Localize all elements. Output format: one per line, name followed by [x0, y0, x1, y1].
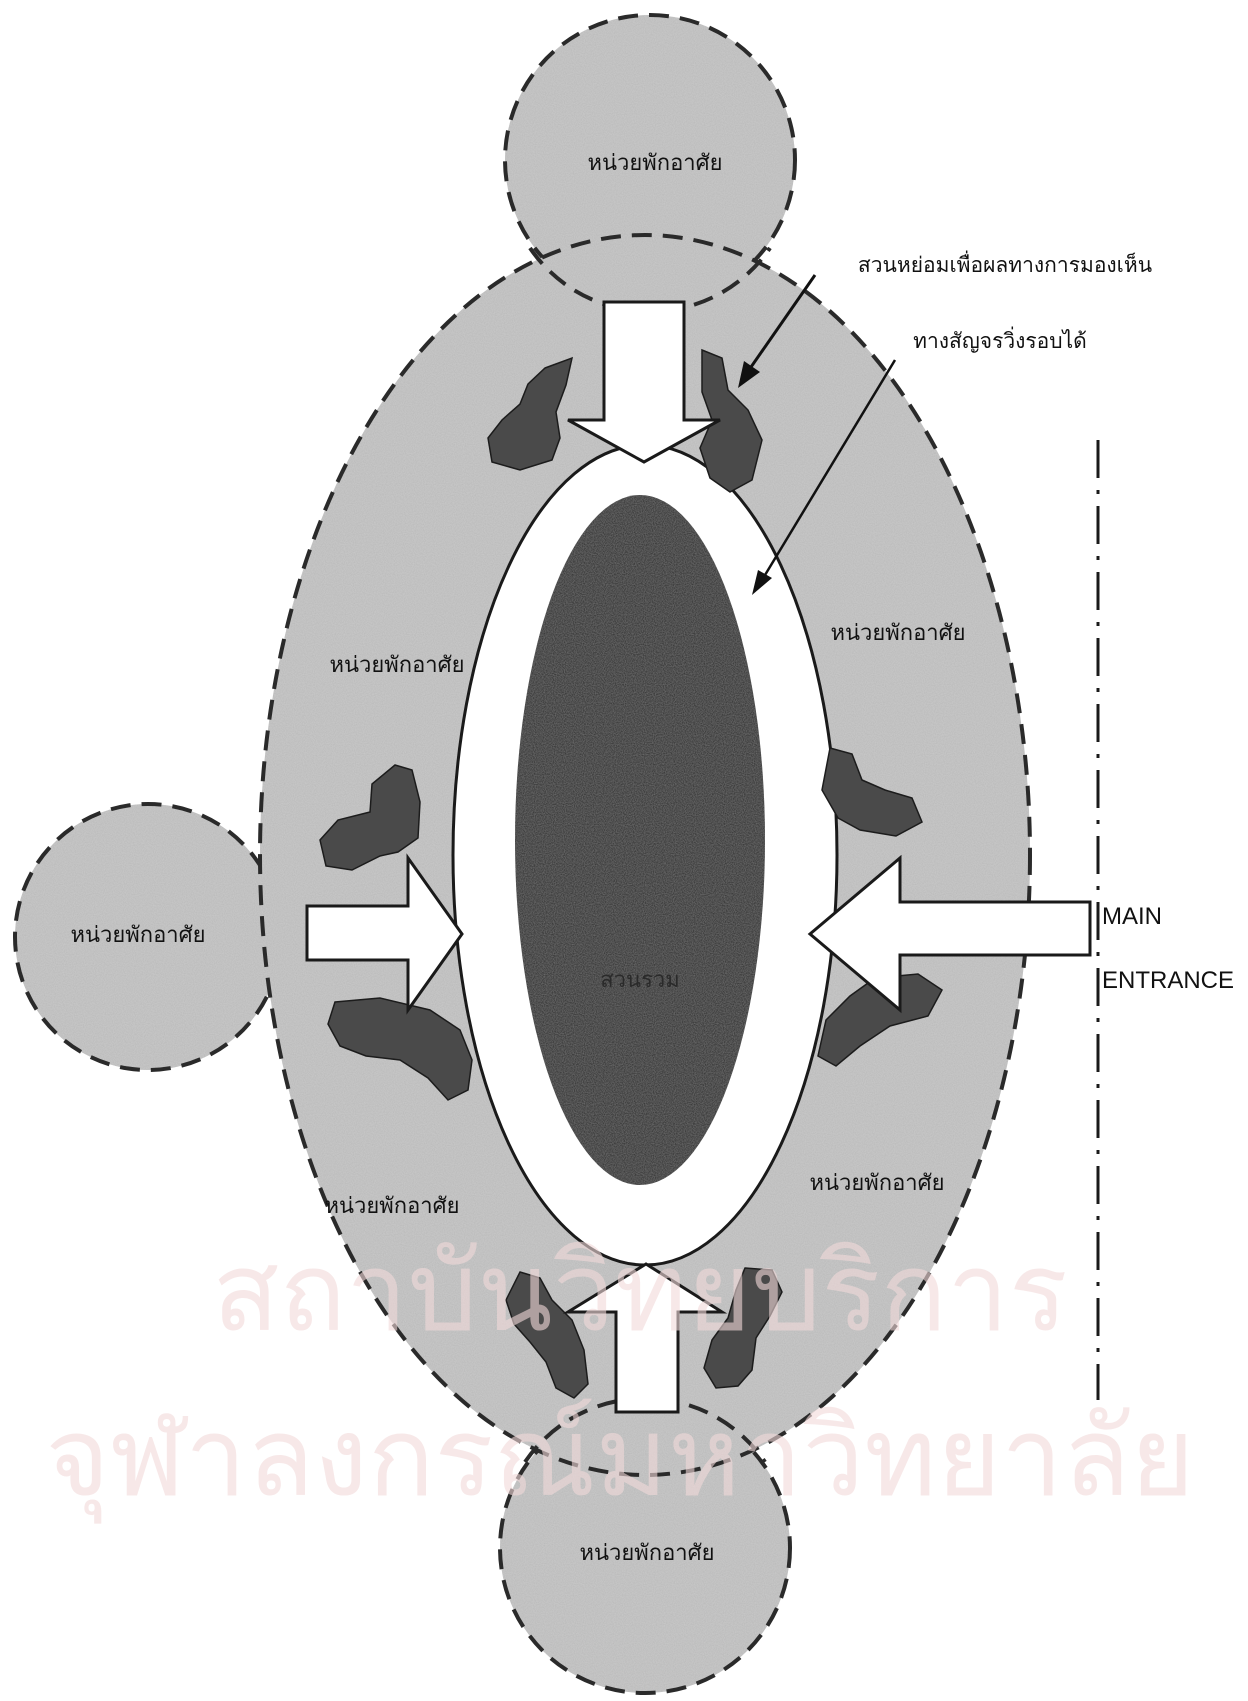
- main-entrance-label-line2: ENTRANCE: [1102, 967, 1234, 994]
- watermark-line-1: สถาบันวิทยบริการ: [212, 1228, 1068, 1356]
- central-park-label: สวนรวม: [600, 968, 680, 993]
- garden-callout-label: สวนหย่อมเพื่อผลทางการมองเห็น: [858, 250, 1152, 277]
- unit-label-lower-right: หน่วยพักอาศัย: [809, 1171, 944, 1196]
- unit-label-bottom: หน่วยพักอาศัย: [579, 1541, 714, 1566]
- main-entrance-label-line1: MAIN: [1102, 903, 1162, 930]
- unit-label-top: หน่วยพักอาศัย: [587, 151, 722, 176]
- unit-label-left: หน่วยพักอาศัย: [70, 923, 205, 948]
- unit-label-upper-left: หน่วยพักอาศัย: [329, 653, 464, 678]
- unit-label-lower-left: หน่วยพักอาศัย: [324, 1194, 459, 1219]
- watermark-line-2: จุฬาลงกรณ์มหาวิทยาลัย: [45, 1393, 1194, 1524]
- path-callout-label: ทางสัญจรวิ่งรอบได้: [913, 326, 1087, 353]
- unit-label-upper-right: หน่วยพักอาศัย: [830, 621, 965, 646]
- central-park: [515, 495, 765, 1185]
